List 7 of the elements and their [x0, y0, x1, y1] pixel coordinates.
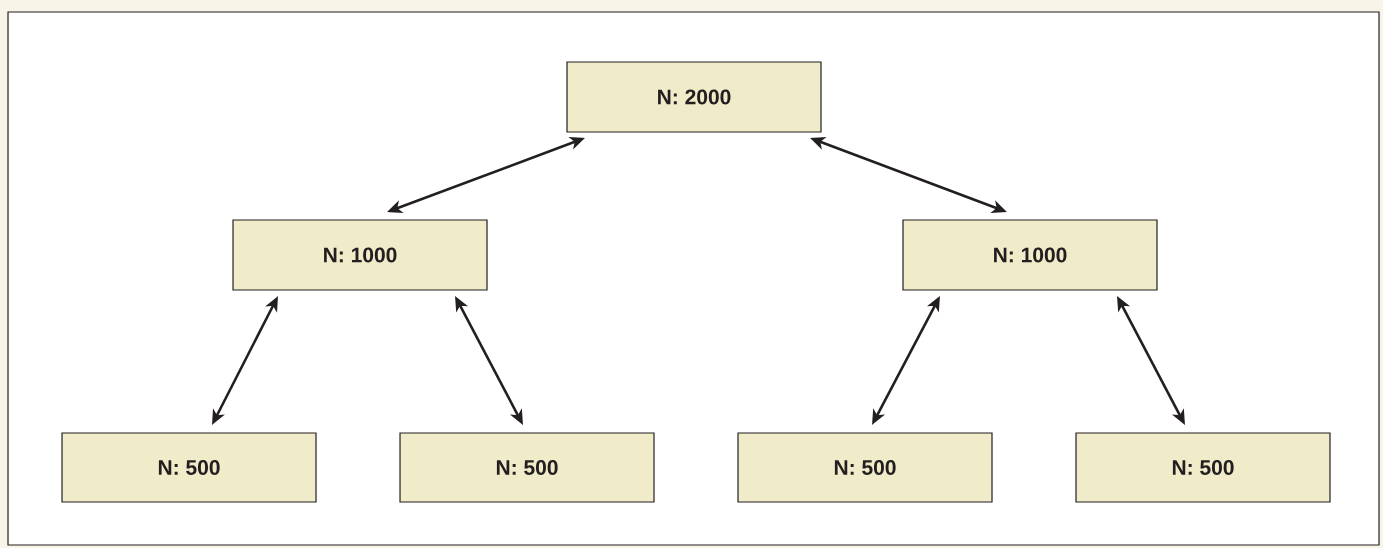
count-box: N: 2000: [566, 61, 822, 133]
count-box: N: 500: [737, 432, 993, 503]
count-box: N: 500: [1075, 432, 1331, 503]
count-box: N: 1000: [232, 219, 488, 291]
count-box: N: 500: [399, 432, 655, 503]
count-box: N: 500: [61, 432, 317, 503]
count-box: N: 1000: [902, 219, 1158, 291]
